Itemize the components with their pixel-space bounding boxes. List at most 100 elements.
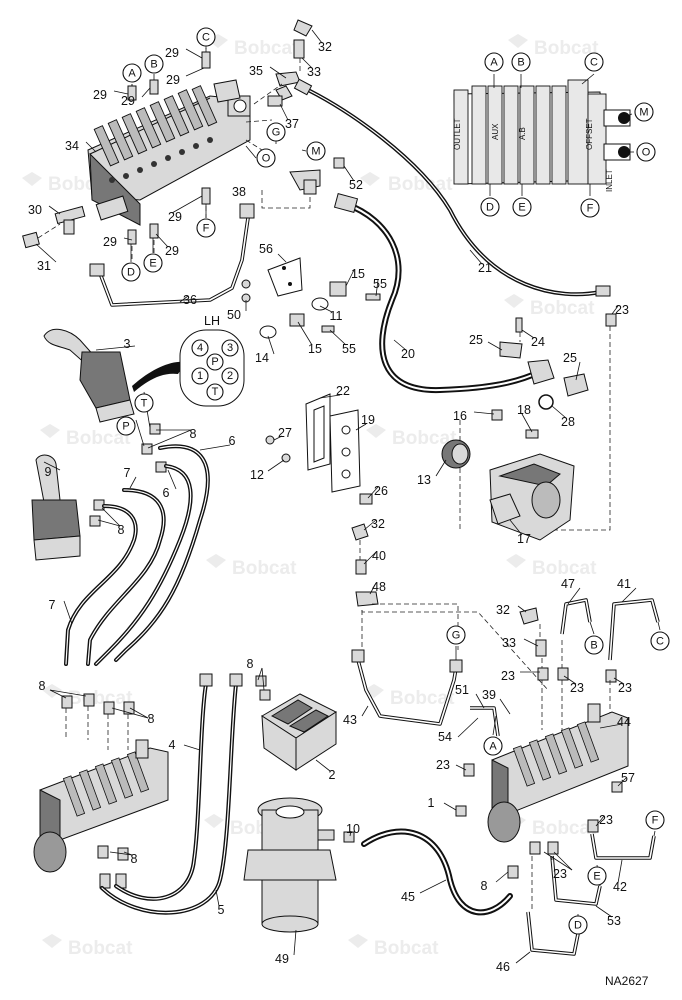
part-callout-27: 27	[278, 426, 292, 440]
part-callout-6: 6	[229, 434, 236, 448]
clamp-25	[499, 341, 523, 359]
connection-letter-circle	[196, 218, 216, 238]
part-callout-45: 45	[401, 890, 415, 904]
plate-19	[329, 409, 361, 493]
watermark-text: Bobcat	[234, 38, 299, 59]
connection-letter-c: C	[650, 631, 670, 651]
part-callout-56: 56	[259, 242, 273, 256]
part-callout-50: 50	[227, 308, 241, 322]
part-callout-23: 23	[599, 813, 613, 827]
connection-letter-c: C	[584, 52, 604, 72]
part-callout-29: 29	[165, 244, 179, 258]
inset-label-ab: A.B	[518, 127, 527, 140]
cap-31	[22, 231, 40, 249]
foot-pedal-2	[261, 693, 338, 771]
part-callout-23: 23	[553, 867, 567, 881]
part-callout-15: 15	[351, 267, 365, 281]
connection-letter-f: F	[645, 810, 665, 830]
part-callout-48: 48	[372, 580, 386, 594]
part-callout-30: 30	[28, 203, 42, 217]
hose-45	[361, 828, 513, 916]
part-callout-39: 39	[482, 688, 496, 702]
joystick-3	[43, 328, 186, 423]
part-callout-3: 3	[124, 337, 131, 351]
connection-letter-text: F	[203, 223, 210, 235]
bolt-26	[359, 493, 373, 505]
pilot-valve-9	[31, 454, 81, 561]
connection-letter-p: P	[116, 416, 136, 436]
connection-letter-circle	[636, 142, 656, 162]
connection-letter-d: D	[480, 197, 500, 217]
part-callout-24: 24	[531, 335, 545, 349]
connection-letter-text: A	[490, 57, 498, 69]
part-callout-35: 35	[249, 64, 263, 78]
part-callout-26: 26	[374, 484, 388, 498]
inset-label-aux: AUX	[491, 123, 500, 140]
fitting-23	[605, 313, 617, 327]
plug-52	[333, 157, 345, 169]
connection-letter-e: E	[587, 866, 607, 886]
bobcat-watermark: Bobcat	[208, 34, 299, 59]
connection-letter-circle	[512, 197, 532, 217]
part-callout-6: 6	[163, 486, 170, 500]
part-callout-23: 23	[615, 303, 629, 317]
inset-label-outlet: OUTLET	[453, 118, 462, 150]
main-control-valve	[87, 79, 251, 226]
connection-letter-text: F	[652, 815, 659, 827]
connection-letter-text: C	[590, 57, 598, 69]
part-callout-10: 10	[346, 822, 360, 836]
watermark-text: Bobcat	[530, 298, 595, 319]
part-callout-28: 28	[561, 415, 575, 429]
part-callout-13: 13	[417, 473, 431, 487]
spacer-13	[441, 439, 471, 469]
connection-letter-circle	[650, 631, 670, 651]
connection-letter-circle	[144, 54, 164, 74]
connection-letter-f: F	[196, 218, 216, 238]
part-callout-25: 25	[563, 351, 577, 365]
connection-letter-text: A	[489, 741, 497, 753]
hose-21	[293, 78, 611, 297]
connection-letter-text: C	[656, 636, 664, 648]
watermark-text: Bobcat	[388, 174, 453, 195]
inset-label-inlet: INLET	[605, 169, 614, 192]
part-callout-54: 54	[438, 730, 452, 744]
connection-letter-a: A	[484, 52, 504, 72]
part-callout-44: 44	[617, 715, 631, 729]
hose-20	[333, 193, 555, 394]
connection-letter-circle	[446, 625, 466, 645]
connection-letter-m: M	[634, 102, 654, 122]
connection-letter-text: O	[642, 147, 651, 159]
fittings-32-33-23-right	[519, 607, 617, 683]
part-callout-29: 29	[165, 46, 179, 60]
part-callout-32: 32	[318, 40, 332, 54]
drive-motor-17	[489, 409, 575, 541]
connection-letter-text: D	[486, 202, 494, 214]
connection-letter-d: D	[121, 262, 141, 282]
part-callout-37: 37	[285, 117, 299, 131]
part-callout-8: 8	[131, 852, 138, 866]
hose-5	[100, 682, 238, 915]
part-callout-41: 41	[617, 577, 631, 591]
connection-letter-text: E	[149, 258, 156, 270]
part-callout-29: 29	[93, 88, 107, 102]
part-callout-52: 52	[349, 178, 363, 192]
swivel-49	[243, 797, 337, 933]
connection-letter-circle	[122, 63, 142, 83]
tube-43	[351, 649, 463, 726]
connection-letter-circle	[511, 52, 531, 72]
connection-letter-text: B	[517, 57, 524, 69]
part-callout-2: 2	[329, 768, 336, 782]
fittings-23-44	[455, 763, 623, 879]
connection-letter-text: F	[587, 203, 594, 215]
connection-letter-text: A	[128, 68, 136, 80]
pattern-port-4: 4	[197, 342, 203, 354]
connection-letter-circle	[645, 810, 665, 830]
connection-letter-circle	[196, 27, 216, 47]
connection-letter-circle	[568, 915, 588, 935]
connection-letter-text: B	[590, 640, 597, 652]
part-callout-11: 11	[330, 309, 343, 323]
drawing-reference: NA2627	[605, 974, 649, 988]
part-callout-29: 29	[166, 73, 180, 87]
tube-36	[89, 203, 255, 307]
